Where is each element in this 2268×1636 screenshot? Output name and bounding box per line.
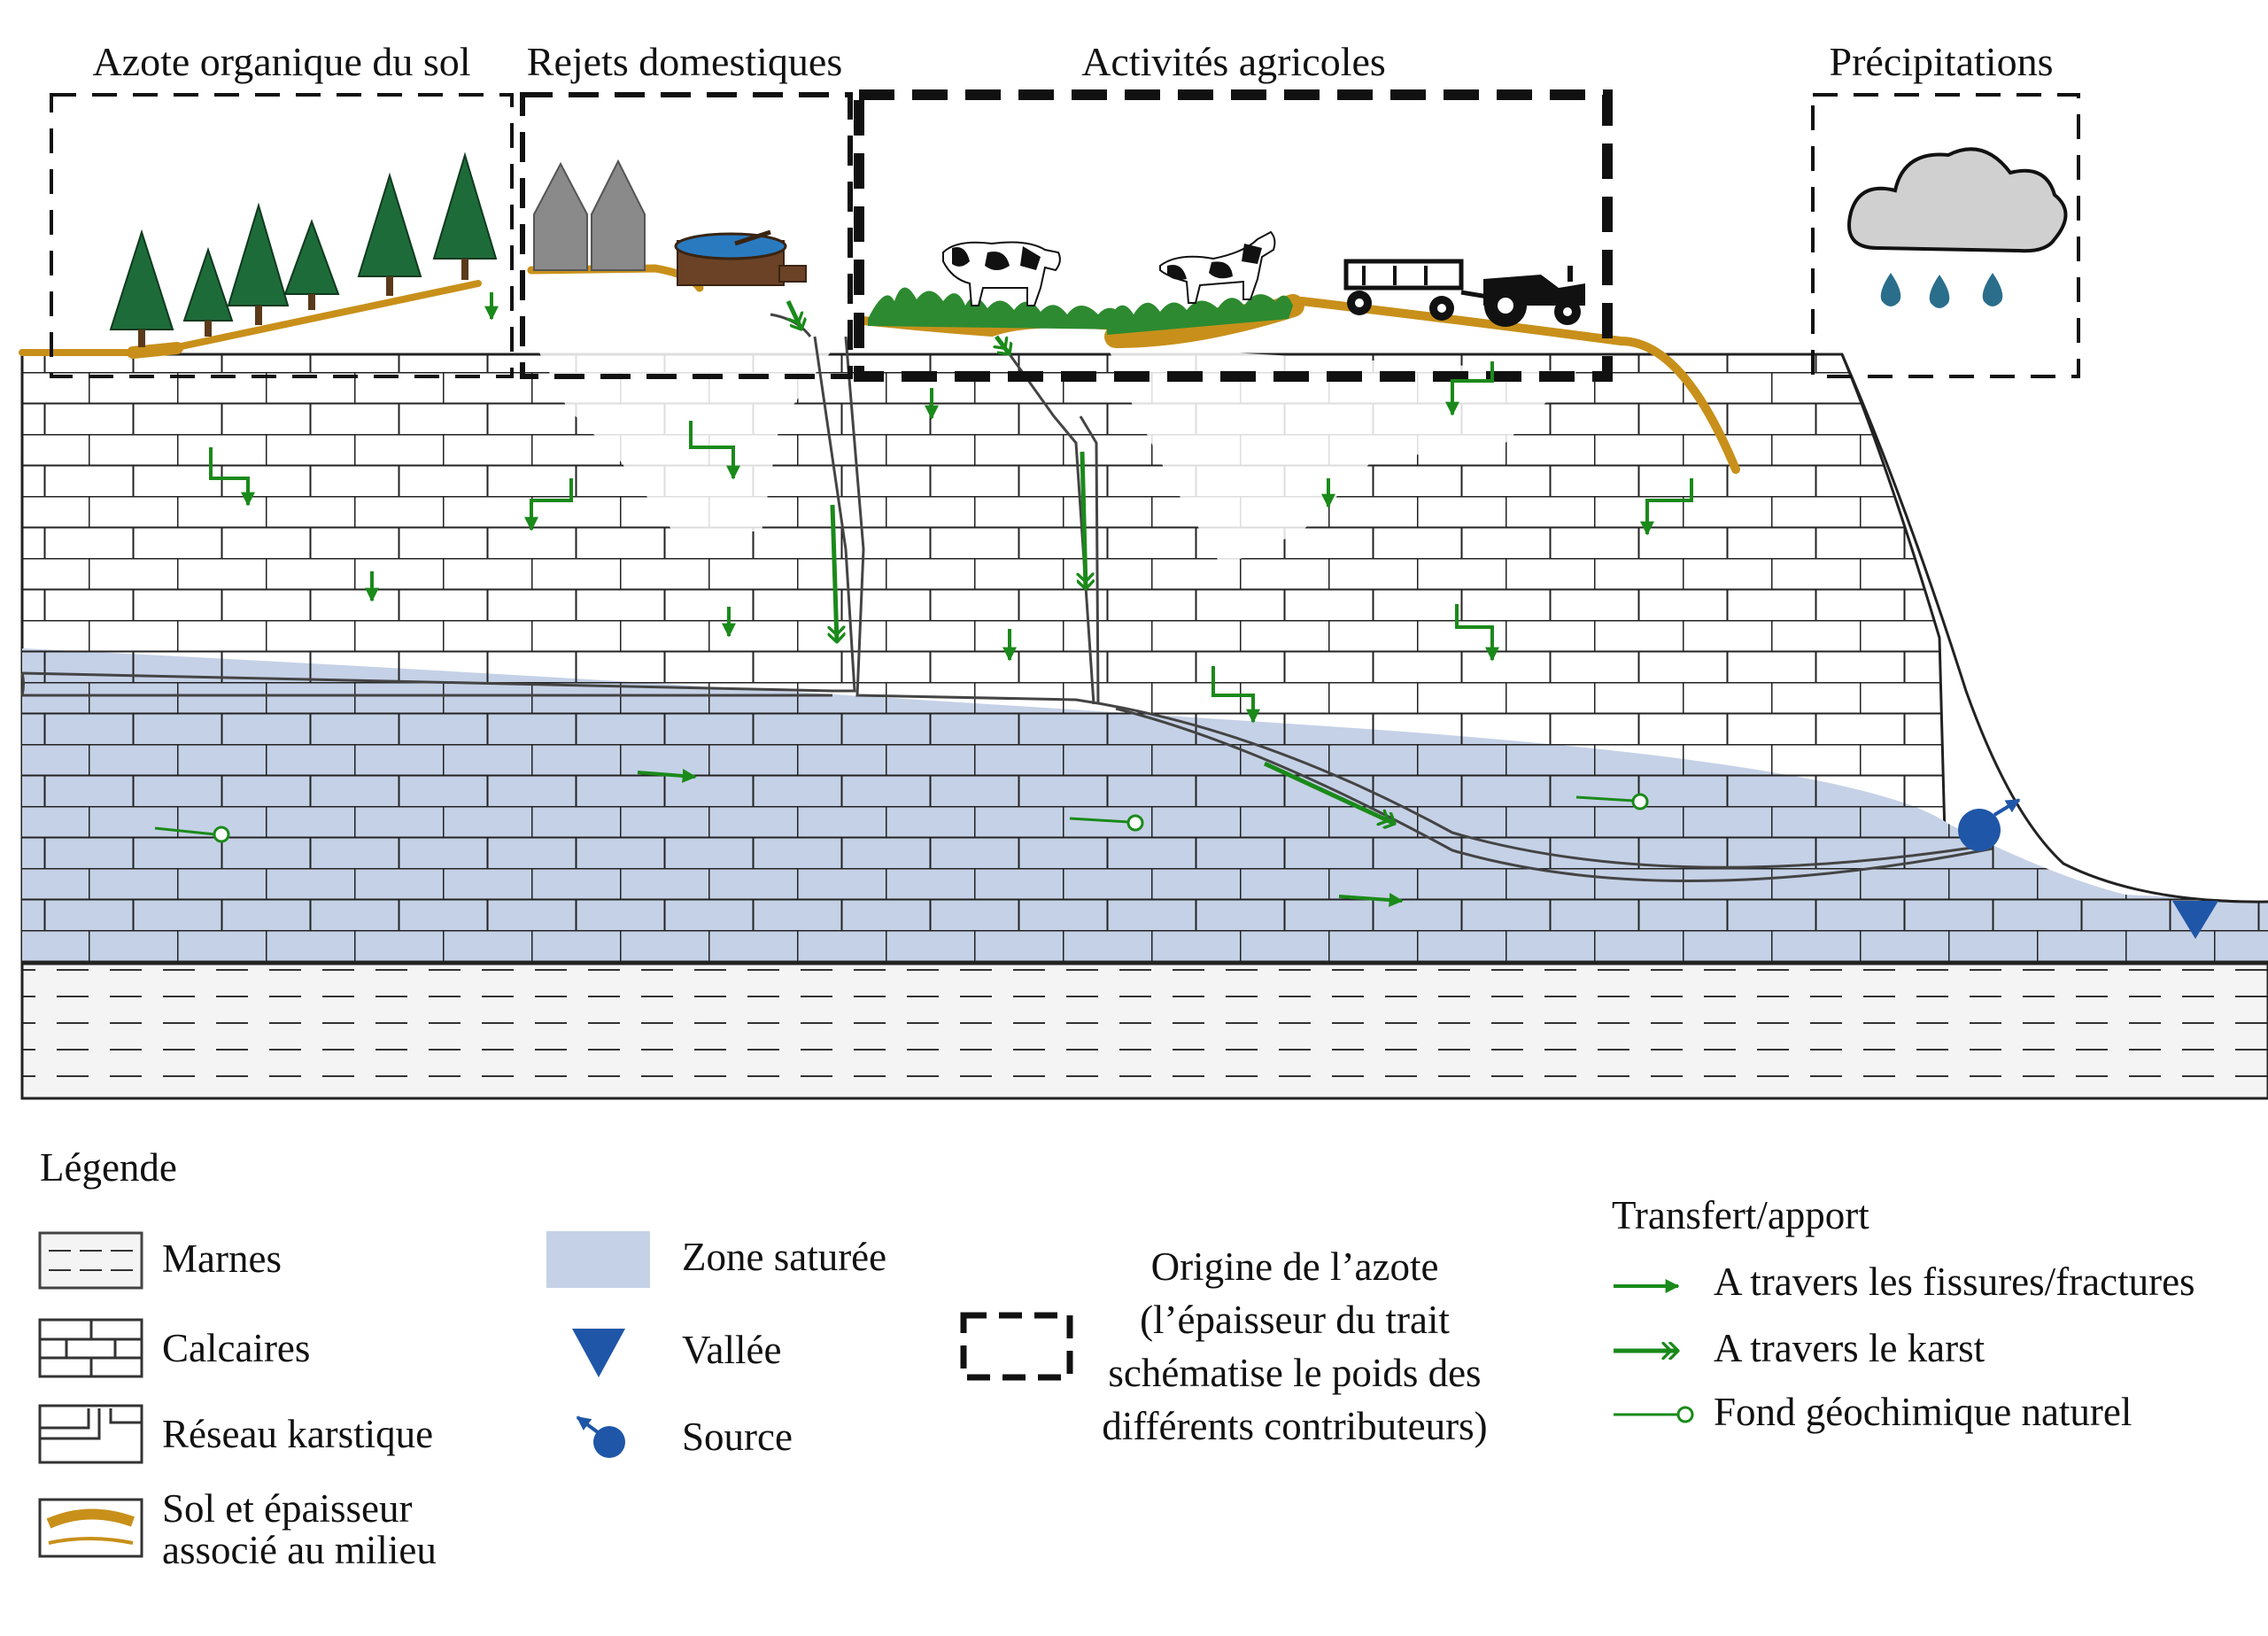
tractor-icon — [1343, 259, 1585, 327]
fissure-transfer-arrows — [209, 292, 1693, 907]
valley-slope — [1840, 353, 2268, 903]
legend-label-soil-2: associé au milieu — [162, 1528, 437, 1572]
legend-origin-line-3: schématise le poids des — [1108, 1351, 1481, 1395]
legend-label-valley: Vallée — [682, 1328, 781, 1372]
legend-label-karst: Réseau karstique — [162, 1412, 433, 1456]
legend-swatch-karst — [38, 1404, 143, 1464]
rain-cloud-icon — [1847, 147, 2068, 308]
legend-origin-line-4: différents contributeurs) — [1102, 1404, 1487, 1448]
legend-origin-line-2: (l’épaisseur du trait — [1140, 1298, 1450, 1342]
source-label-soil: Azote organique du sol — [92, 39, 470, 84]
saturated-zone — [22, 648, 2268, 964]
legend-title: Légende — [40, 1145, 177, 1190]
source-frame-precipitation — [1811, 93, 2080, 378]
legend-label-marls: Marnes — [162, 1237, 282, 1281]
forest — [109, 151, 498, 347]
legend-swatch-saturated — [546, 1231, 650, 1288]
cow-icon-2 — [1159, 230, 1276, 304]
karst-network — [20, 313, 1993, 882]
legend-label-spring: Source — [682, 1415, 793, 1459]
legend-background-marker — [1614, 1406, 1694, 1423]
source-frame-domestic — [520, 92, 853, 379]
marl-layer — [20, 962, 2268, 1100]
karst-transfer-arrows — [786, 299, 1395, 824]
legend-swatch-limestone — [38, 1318, 143, 1378]
silos — [533, 159, 646, 271]
legend-label-background: Fond géochimique naturel — [1714, 1390, 2132, 1434]
legend-label-saturated: Zone saturée — [682, 1235, 886, 1279]
legend-spring-icon — [576, 1415, 625, 1458]
source-label-domestic: Rejets domestiques — [527, 39, 842, 84]
source-label-precipitation: Précipitations — [1830, 39, 2054, 84]
pasture-grass — [868, 287, 1293, 335]
cow-icon — [942, 241, 1061, 306]
legend-swatch-soil — [38, 1498, 143, 1558]
spring-marker — [1958, 798, 2021, 851]
legend-transfer-title: Transfert/apport — [1612, 1193, 1869, 1237]
legend-label-soil-1: Sol et épaisseur — [162, 1486, 412, 1531]
weathered-zones — [531, 337, 1576, 567]
legend-label-limestone: Calcaires — [162, 1326, 310, 1370]
legend-origin-frame — [960, 1312, 1073, 1381]
legend-label-fissures: A travers les fissures/fractures — [1714, 1260, 2195, 1304]
legend-valley-icon — [572, 1329, 625, 1377]
septic-tank — [674, 229, 807, 286]
valley-marker — [2172, 901, 2218, 939]
legend-swatch-marls — [38, 1231, 143, 1290]
legend-label-karst-transfer: A travers le karst — [1714, 1326, 1985, 1370]
natural-background-markers — [154, 793, 1649, 843]
source-label-agriculture: Activités agricoles — [1081, 39, 1386, 84]
source-frame-agriculture — [854, 89, 1613, 382]
legend-origin-line-1: Origine de l’azote — [1151, 1244, 1439, 1289]
